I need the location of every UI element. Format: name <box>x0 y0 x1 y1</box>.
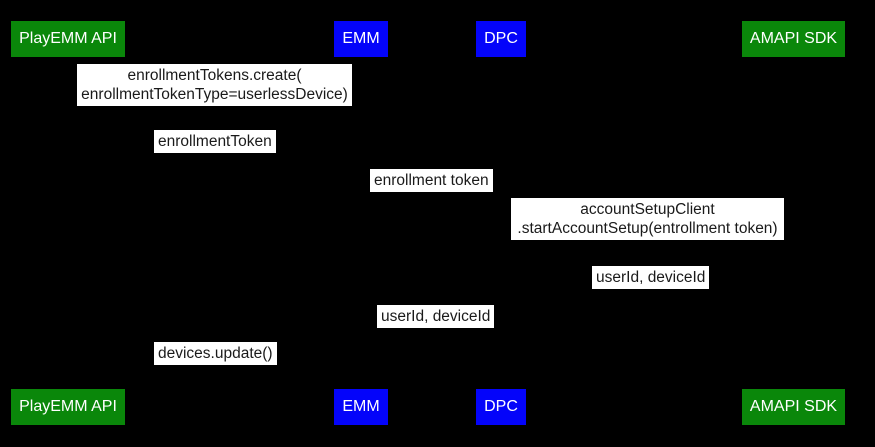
message-line: .startAccountSetup(entrollment token) <box>517 220 778 237</box>
actor-emm-top: EMM <box>334 21 388 57</box>
lifeline-amapi-sdk <box>793 57 794 389</box>
message-line: enrollmentTokenType=userlessDevice) <box>81 86 348 103</box>
actor-dpc-top: DPC <box>476 21 526 57</box>
actor-amapi-sdk-bottom: AMAPI SDK <box>742 389 845 425</box>
message-devices-update: devices.update() <box>154 342 277 365</box>
actor-emm-bottom: EMM <box>334 389 388 425</box>
message-line: enrollment token <box>374 172 489 189</box>
message-line: enrollmentToken <box>158 133 272 150</box>
actor-playemm-api-bottom: PlayEMM API <box>11 389 125 425</box>
lifeline-emm <box>360 57 361 389</box>
lifeline-playemm-api <box>67 57 68 389</box>
message-enrollment-token-forward: enrollment token <box>370 169 493 192</box>
message-line: userId, deviceId <box>381 308 491 325</box>
message-line: userId, deviceId <box>596 269 706 286</box>
message-line: enrollmentTokens.create( <box>127 67 302 84</box>
actor-dpc-bottom: DPC <box>476 389 526 425</box>
message-enrollment-token-return: enrollmentToken <box>154 130 276 153</box>
actor-amapi-sdk-top: AMAPI SDK <box>742 21 845 57</box>
message-userid-deviceid-1: userId, deviceId <box>592 266 710 289</box>
message-userid-deviceid-2: userId, deviceId <box>377 305 495 328</box>
lifeline-dpc <box>500 57 501 389</box>
actor-playemm-api-top: PlayEMM API <box>11 21 125 57</box>
message-enrollment-tokens-create: enrollmentTokens.create( enrollmentToken… <box>77 64 352 106</box>
message-line: accountSetupClient <box>580 201 715 218</box>
message-line: devices.update() <box>158 345 273 362</box>
message-start-account-setup: accountSetupClient .startAccountSetup(en… <box>511 198 784 240</box>
